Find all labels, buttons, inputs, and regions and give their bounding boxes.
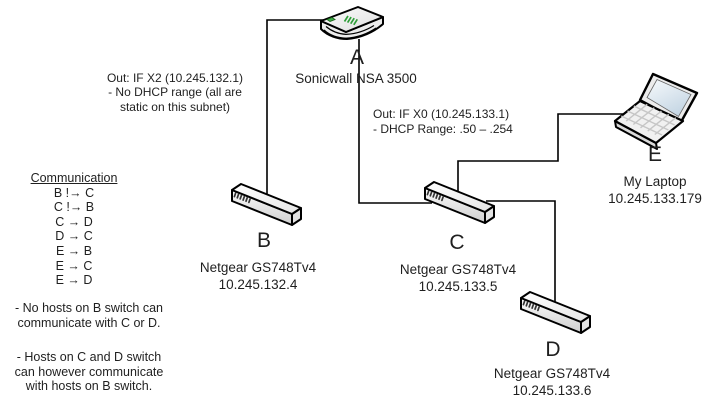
annotation-line: Out: IF X0 (10.245.133.1) [373,107,510,121]
communication-rule: B !→ C [53,185,95,200]
device-letter-c: C [449,231,465,254]
device-label-e: My Laptop 10.245.133.179 [585,173,708,207]
annotation-line: static on this subnet) [119,99,231,114]
link-a-c [358,39,432,204]
annotation-line: - DHCP Range: .50 – .254 [373,122,513,136]
switch-ports [522,300,540,312]
laptop-icon [613,72,699,150]
communication-rule: E → D [55,273,93,288]
device-letter-e: E [647,143,662,166]
communication-rule: C → D [55,214,93,229]
communication-rule: E → B [55,243,93,258]
communication-rule: D → C [55,229,93,244]
switch-icon-c [424,181,495,224]
vent-lights [343,15,359,26]
device-ip-b: 10.245.132.4 [218,277,298,292]
device-name-d: Netgear GS748Tv4 [493,366,611,381]
device-letter-a: A [349,46,364,69]
note-line: communicate with C or D. [17,315,161,330]
communication-rule: E → C [55,258,93,273]
note-b-isolation: - No hosts on B switch can communicate w… [0,301,178,330]
note-line: - No hosts on B switch can [15,301,163,315]
keyboard-keys [621,103,677,136]
annotation-line: - No DHCP range (all are [108,85,242,100]
communication-list: Communication B !→ C C !→ B C → D D → C … [12,171,136,288]
laptop-screen [646,78,692,118]
device-label-c: Netgear GS748Tv4 10.245.133.5 [388,261,528,295]
communication-title: Communication [30,171,118,185]
device-name-e: My Laptop [623,174,687,189]
annotation-if-x2: Out: IF X2 (10.245.132.1) - No DHCP rang… [96,71,254,114]
link-a-b [266,19,332,196]
note-line: - Hosts on C and D switch [16,350,162,364]
switch-icon-d [520,291,591,334]
annotation-line: Out: IF X2 (10.245.132.1) [106,71,244,85]
note-cd-communication: - Hosts on C and D switch can however co… [0,350,178,394]
led-light [326,16,336,23]
device-name-b: Netgear GS748Tv4 [199,260,317,275]
annotation-if-x0: Out: IF X0 (10.245.133.1) - DHCP Range: … [373,107,533,137]
device-label-d: Netgear GS748Tv4 10.245.133.6 [482,365,622,399]
device-name-c: Netgear GS748Tv4 [399,262,517,277]
device-letter-b: B [256,229,271,252]
device-ip-e: 10.245.133.179 [608,191,702,206]
link-c-e [457,113,625,193]
note-line: with hosts on B switch. [25,379,153,394]
device-ip-d: 10.245.133.6 [512,383,592,398]
switch-icon-b [231,183,302,226]
link-c-d [486,200,556,306]
note-line: can however communicate [14,364,164,379]
switch-ports [426,190,444,202]
device-letter-d: D [545,338,561,361]
device-label-b: Netgear GS748Tv4 10.245.132.4 [188,259,328,293]
firewall-icon [320,6,384,40]
switch-ports [233,192,251,204]
device-ip-c: 10.245.133.5 [418,279,498,294]
communication-rule: C !→ B [53,200,95,215]
device-name-a: Sonicwall NSA 3500 [295,71,417,86]
laptop-keyboard [613,99,685,145]
